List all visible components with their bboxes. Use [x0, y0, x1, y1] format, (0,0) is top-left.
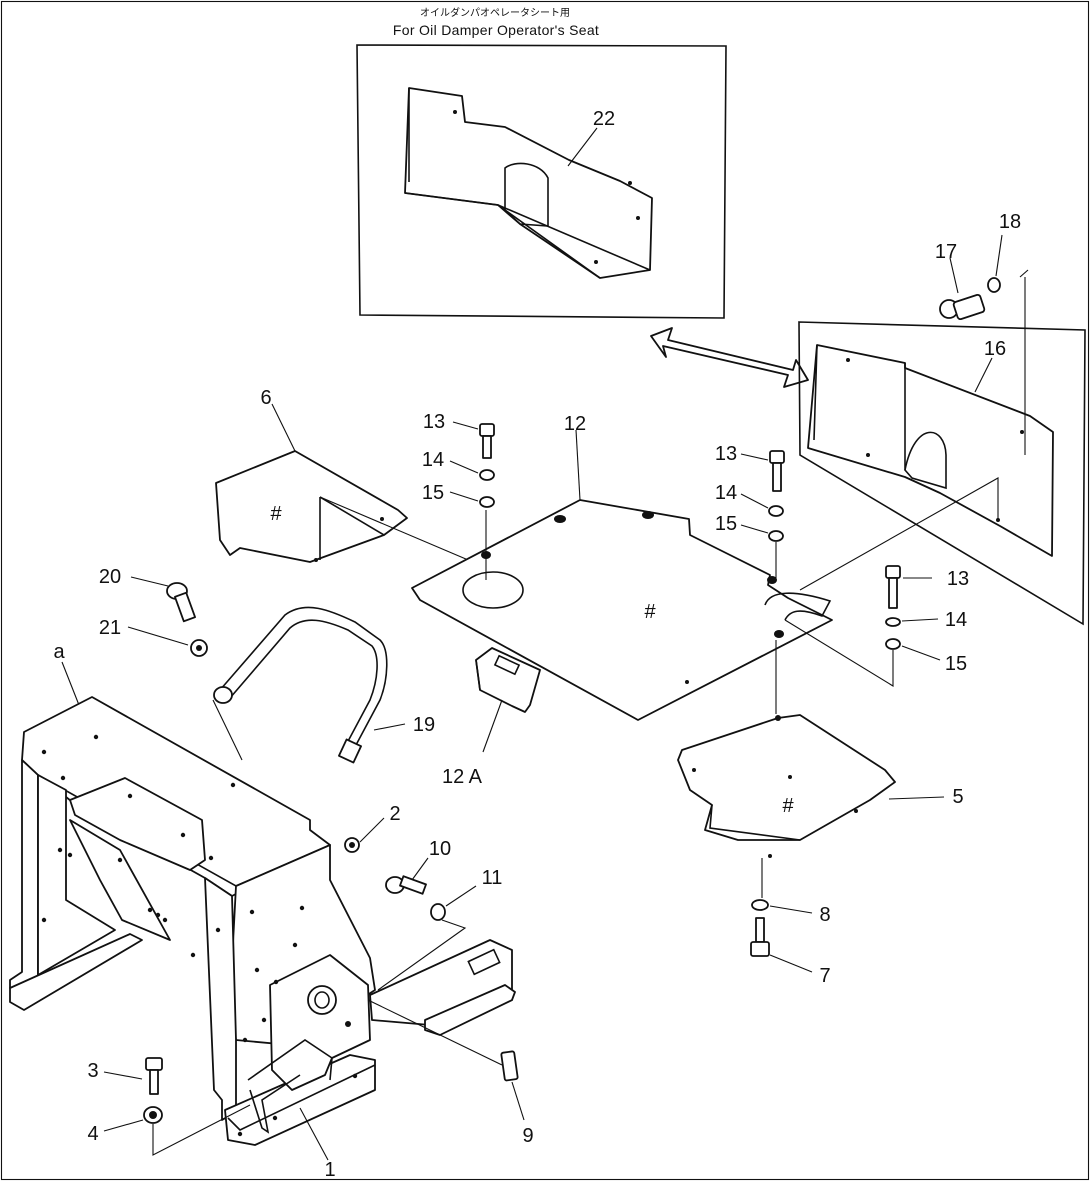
- part-3-bolt: [145, 1057, 163, 1095]
- callout-17: 17: [935, 241, 957, 263]
- hash-symbol-5: #: [782, 795, 794, 817]
- callout-14-right: 14: [945, 609, 967, 631]
- callout-5: 5: [952, 786, 963, 808]
- hash-symbol-12: #: [644, 601, 656, 623]
- part-22-cover: [404, 87, 653, 279]
- inset-header-japanese: オイルダンパオペレータシート用: [420, 6, 570, 19]
- part-12a-bracket: [475, 647, 541, 713]
- part-21-washer: [190, 639, 208, 657]
- callout-7: 7: [819, 965, 830, 987]
- bolt-group-middle: [768, 450, 785, 578]
- callout-11: 11: [482, 867, 503, 889]
- callout-6: 6: [260, 387, 271, 409]
- inset-box-oil-damper: 22: [356, 44, 727, 319]
- callout-9: 9: [522, 1125, 533, 1147]
- callout-22: 22: [593, 108, 615, 130]
- bolt-group-right: [784, 477, 999, 687]
- part-19-handle: [213, 606, 388, 764]
- part-11-washer: [430, 903, 446, 921]
- callout-12a: 12 A: [442, 766, 483, 788]
- hash-symbol-6: #: [270, 503, 282, 525]
- part-9-pin: [500, 1050, 519, 1082]
- part-17-bolt: [939, 257, 986, 321]
- callout-18: 18: [999, 211, 1021, 233]
- part-2-nut: [344, 837, 360, 853]
- callout-14-left: 14: [422, 449, 444, 471]
- part-1-frame: [9, 696, 516, 1146]
- callout-16: 16: [984, 338, 1006, 360]
- bolt-group-left: [479, 423, 495, 580]
- callout-a-upper: a: [53, 641, 65, 663]
- part-18-washer: [987, 234, 1003, 293]
- callout-4: 4: [87, 1123, 98, 1145]
- part-16-cover: [807, 344, 1054, 557]
- part-6-cover: #: [215, 450, 408, 563]
- callout-15-left: 15: [422, 482, 444, 504]
- callout-13-middle: 13: [715, 443, 737, 465]
- callout-1: 1: [324, 1159, 335, 1181]
- callout-8: 8: [819, 904, 830, 926]
- callout-14-middle: 14: [715, 482, 737, 504]
- callout-13-right: 13: [947, 568, 969, 590]
- part-7-bolt: [750, 917, 770, 957]
- callout-21: 21: [99, 617, 121, 639]
- part-12-floor-plate: #: [411, 499, 833, 721]
- inset-header-english: For Oil Damper Operator's Seat: [393, 22, 599, 38]
- part-5-plate: #: [677, 714, 896, 858]
- callout-3: 3: [87, 1060, 98, 1082]
- part-10-bolt: [385, 875, 427, 895]
- callout-12: 12: [564, 413, 586, 435]
- callout-15-right: 15: [945, 653, 967, 675]
- callout-20: 20: [99, 566, 121, 588]
- callout-15-middle: 15: [715, 513, 737, 535]
- part-4-washer: [143, 1106, 163, 1124]
- part-8-washer: [751, 858, 769, 911]
- part-16-box: 16: [798, 269, 1086, 626]
- callout-10: 10: [429, 838, 451, 860]
- equivalence-arrow: [650, 327, 809, 388]
- callout-19: 19: [413, 714, 435, 736]
- callout-2: 2: [389, 803, 400, 825]
- callout-13-left: 13: [423, 411, 445, 433]
- part-20-bolt: [166, 582, 196, 623]
